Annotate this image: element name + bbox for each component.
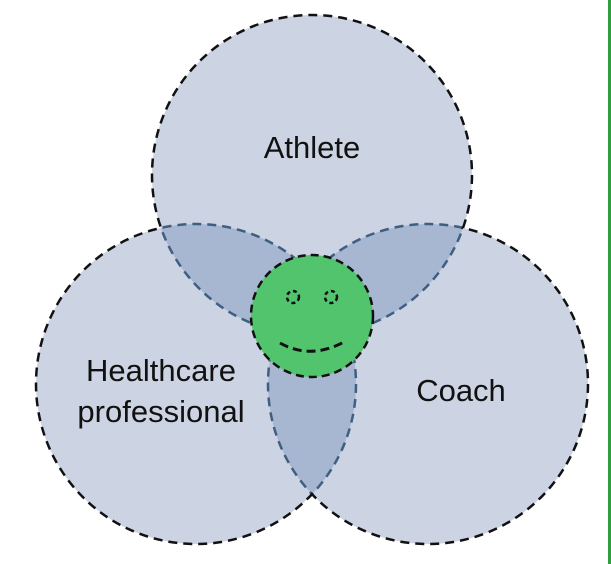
smiley-face-icon [249,253,375,379]
athlete-outline [150,13,474,337]
athlete-label: Athlete [264,130,361,165]
healthcare-label-line2: professional [77,394,244,429]
smiley-right-eye [323,289,339,305]
smiley-face-circle [249,253,375,379]
coach-label: Coach [416,373,506,408]
outer-outlines [34,13,590,546]
smiley-mouth [279,340,345,353]
right-edge-strip [608,0,611,564]
healthcare-label-line1: Healthcare [86,353,236,388]
coach-outline [266,222,590,546]
healthcare-outline [34,222,358,546]
smiley-left-eye [285,289,301,305]
